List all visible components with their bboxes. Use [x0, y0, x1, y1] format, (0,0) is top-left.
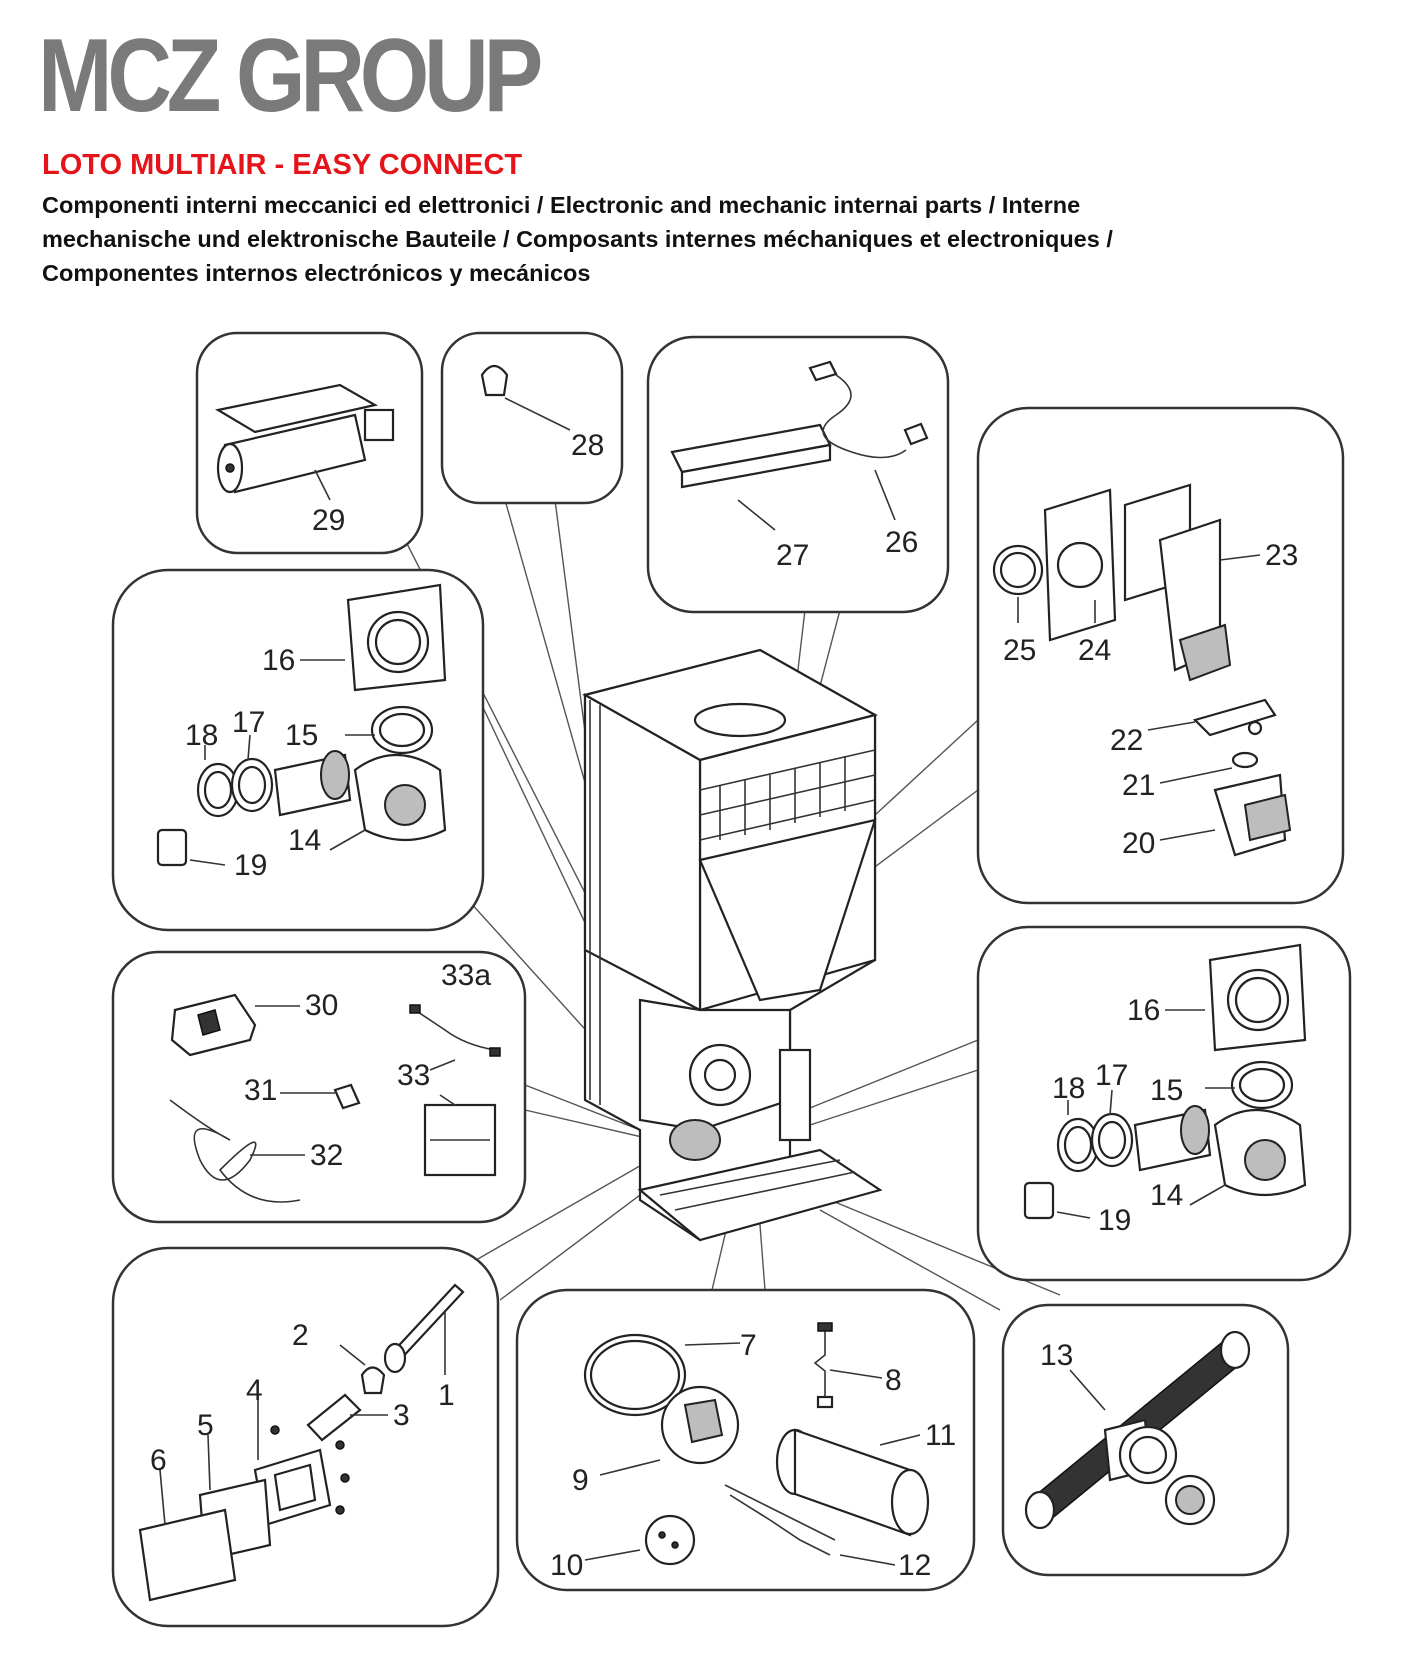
label-11: 11: [925, 1419, 956, 1452]
label-19: 19: [234, 849, 267, 882]
label-16: 16: [262, 644, 295, 677]
label-14-right: 14: [1150, 1179, 1183, 1212]
label-1: 1: [438, 1379, 455, 1412]
label-22: 22: [1110, 724, 1143, 757]
label-18-right: 18: [1052, 1072, 1085, 1105]
label-16-right: 16: [1127, 994, 1160, 1027]
label-17: 17: [232, 706, 265, 739]
stove-body: [582, 648, 883, 1242]
box-parts-30-33a: 30 33a 33 31 32: [111, 950, 527, 1224]
model-title: LOTO MULTIAIR - EASY CONNECT: [42, 149, 523, 181]
label-15-right: 15: [1150, 1074, 1183, 1107]
label-18: 18: [185, 719, 218, 752]
label-25: 25: [1003, 634, 1036, 667]
label-24: 24: [1078, 634, 1111, 667]
box-parts-7-12: 7 8 11 9 10 12: [515, 1288, 976, 1592]
label-28: 28: [571, 429, 604, 462]
label-29: 29: [312, 504, 345, 537]
box-parts-1-6: 1 2 3 4 5 6: [111, 1246, 500, 1628]
label-2: 2: [292, 1319, 309, 1352]
label-7: 7: [740, 1329, 757, 1362]
box-parts-14-19-right: 16 18 17 15 14 19: [976, 925, 1352, 1282]
brand-logo: MCZ GROUP: [38, 18, 543, 134]
label-3: 3: [393, 1399, 410, 1432]
label-10: 10: [550, 1549, 583, 1582]
label-21: 21: [1122, 769, 1155, 802]
hopper-grid: [699, 749, 876, 841]
description: Componenti interni meccanici ed elettron…: [42, 188, 1372, 290]
box-part-29: 29: [195, 331, 424, 555]
label-19-right: 19: [1098, 1204, 1131, 1237]
box-parts-20-25: 25 24 23 22 21 20: [976, 406, 1345, 905]
label-9: 9: [572, 1464, 589, 1497]
label-31: 31: [244, 1074, 277, 1107]
label-32: 32: [310, 1139, 343, 1172]
description-line: Componentes internos electrónicos y mecá…: [42, 260, 591, 286]
label-20: 20: [1122, 827, 1155, 860]
label-8: 8: [885, 1364, 902, 1397]
box-parts-14-19-left: 16 18 17 15 14 19: [111, 568, 485, 932]
label-13: 13: [1040, 1339, 1073, 1372]
label-14: 14: [288, 824, 321, 857]
label-33: 33: [397, 1059, 430, 1092]
box-parts-26-27: 27 26: [646, 335, 950, 614]
label-30: 30: [305, 989, 338, 1022]
box-part-28: 28: [440, 331, 624, 505]
box-part-13: 13: [1001, 1303, 1290, 1577]
label-6: 6: [150, 1444, 167, 1477]
label-23: 23: [1265, 539, 1298, 572]
label-15: 15: [285, 719, 318, 752]
label-27: 27: [776, 539, 809, 572]
label-26: 26: [885, 526, 918, 559]
label-5: 5: [197, 1409, 214, 1442]
label-17-right: 17: [1095, 1059, 1128, 1092]
label-12: 12: [898, 1549, 931, 1582]
description-line: Componenti interni meccanici ed elettron…: [42, 192, 1081, 218]
description-line: mechanische und elektronische Bauteile /…: [42, 226, 1113, 252]
label-33a: 33a: [441, 959, 491, 992]
label-4: 4: [246, 1374, 263, 1407]
